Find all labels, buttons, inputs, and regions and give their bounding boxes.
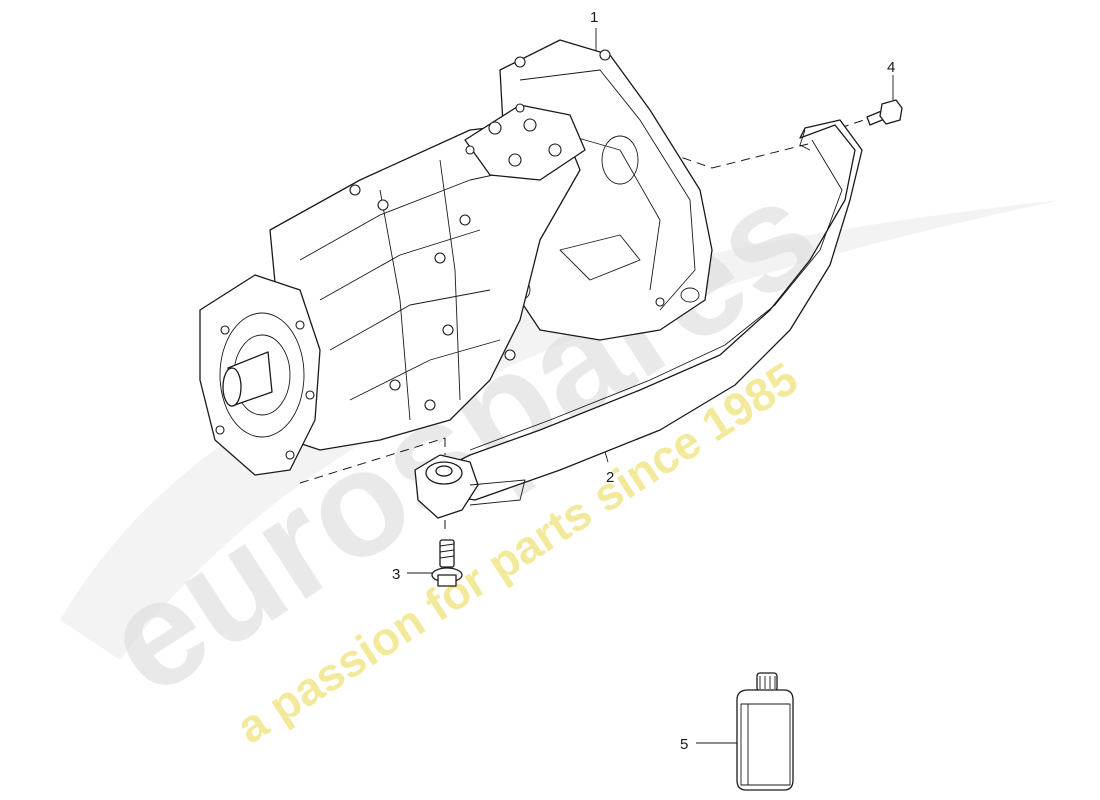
part-3-mounting-bolt [431, 539, 463, 587]
callout-2: 2 [606, 469, 614, 486]
part-1-gearbox-assembly [199, 39, 713, 476]
callout-1: 1 [590, 9, 598, 26]
part-2-transmission-support [414, 119, 863, 519]
callout-4: 4 [887, 59, 895, 76]
callout-3: 3 [392, 566, 400, 583]
part-5-fluid-bottle [736, 672, 794, 791]
callouts: 1 2 3 4 5 [392, 9, 895, 753]
part-4-mounting-bolt [866, 99, 903, 126]
callout-5: 5 [680, 736, 688, 753]
